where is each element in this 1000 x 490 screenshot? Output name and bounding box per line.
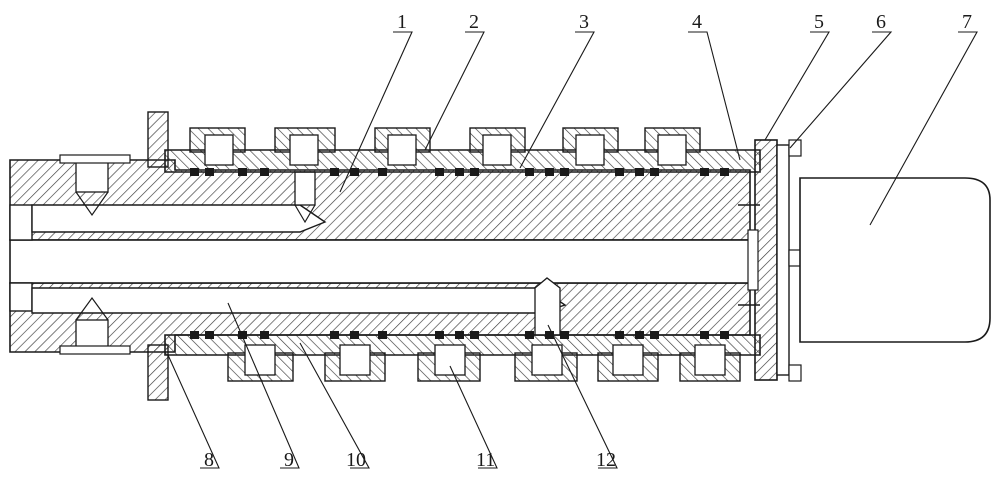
seal-ring (238, 168, 247, 176)
seal-ring (560, 331, 569, 339)
seal-ring (330, 331, 339, 339)
seal-ring (435, 168, 444, 176)
seal-ring (455, 168, 464, 176)
label-3: 3 (579, 11, 589, 33)
seal-ring (260, 168, 269, 176)
label-9: 9 (284, 449, 294, 471)
seal-ring (650, 168, 659, 176)
seal-ring (560, 168, 569, 176)
seal-ring (378, 168, 387, 176)
outer-housing (164, 127, 761, 382)
callout-labels: 1 2 3 4 5 6 7 8 9 10 11 12 (204, 11, 972, 471)
label-8: 8 (204, 449, 214, 471)
seal-ring (238, 331, 247, 339)
leader-lines (167, 31, 978, 469)
seal-ring (545, 168, 554, 176)
seal-ring (350, 331, 359, 339)
seal-ring (720, 331, 729, 339)
label-2: 2 (469, 11, 479, 33)
label-12: 12 (596, 449, 616, 471)
seal-ring (650, 331, 659, 339)
seal-ring (545, 331, 554, 339)
seal-ring (635, 168, 644, 176)
seal-ring (525, 168, 534, 176)
seal-ring (205, 331, 214, 339)
main-shaft (9, 159, 751, 353)
seal-ring (615, 168, 624, 176)
seal-ring (205, 168, 214, 176)
drive-unit (799, 177, 991, 343)
seal-ring (190, 331, 199, 339)
left-collar (147, 111, 169, 401)
seal-rings (190, 168, 729, 339)
label-1: 1 (397, 11, 407, 33)
label-7: 7 (962, 11, 972, 33)
seal-ring (635, 331, 644, 339)
label-10: 10 (346, 449, 366, 471)
seal-ring (260, 331, 269, 339)
label-4: 4 (692, 11, 702, 33)
seal-ring (190, 168, 199, 176)
seal-ring (615, 331, 624, 339)
seal-ring (435, 331, 444, 339)
seal-ring (470, 331, 479, 339)
seal-ring (350, 168, 359, 176)
seal-ring (470, 168, 479, 176)
seal-ring (330, 168, 339, 176)
seal-ring (700, 331, 709, 339)
seal-ring (455, 331, 464, 339)
axial-channels (31, 154, 567, 355)
seal-ring (525, 331, 534, 339)
label-11: 11 (476, 449, 495, 471)
seal-ring (378, 331, 387, 339)
label-6: 6 (876, 11, 886, 33)
seal-ring (720, 168, 729, 176)
seal-ring (700, 168, 709, 176)
label-5: 5 (814, 11, 824, 33)
end-flange (738, 139, 802, 382)
